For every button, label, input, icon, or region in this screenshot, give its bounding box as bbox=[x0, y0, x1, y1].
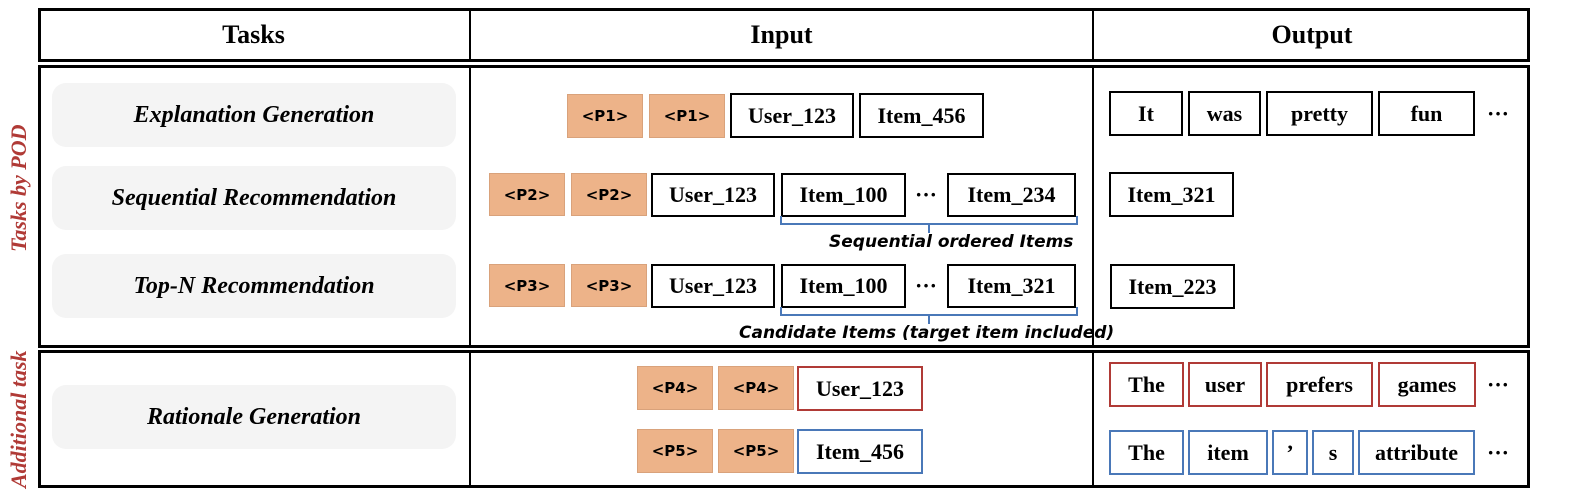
output-word-token: fun bbox=[1378, 91, 1475, 136]
prompt-token: <P4> bbox=[718, 366, 794, 410]
item-token: Item_456 bbox=[859, 93, 984, 138]
candidate-brace bbox=[780, 307, 1078, 324]
header-input: Input bbox=[750, 20, 813, 49]
ellipsis: ··· bbox=[1486, 371, 1509, 397]
output-word-token: It bbox=[1109, 91, 1183, 136]
task-rationale-generation: Rationale Generation bbox=[52, 385, 456, 449]
pod-divider-1 bbox=[469, 65, 471, 348]
sequential-brace bbox=[780, 216, 1078, 233]
pod-section-frame bbox=[38, 65, 1530, 348]
output-word-token: item bbox=[1188, 430, 1268, 475]
additional-divider-1 bbox=[469, 350, 471, 488]
ellipsis: ··· bbox=[1486, 100, 1509, 126]
output-word-token: user bbox=[1188, 362, 1262, 407]
task-explanation-generation: Explanation Generation bbox=[52, 83, 456, 147]
output-word-token: pretty bbox=[1266, 91, 1373, 136]
prompt-token: <P2> bbox=[489, 173, 565, 216]
side-label-additional: Additional task bbox=[6, 350, 31, 488]
output-word-token: was bbox=[1188, 91, 1261, 136]
item-token: Item_234 bbox=[947, 173, 1076, 217]
additional-divider-2 bbox=[1092, 350, 1094, 488]
sequential-brace-label: Sequential ordered Items bbox=[829, 232, 1074, 252]
candidate-brace-label: Candidate Items (target item included) bbox=[739, 323, 1115, 343]
task-sequential-recommendation: Sequential Recommendation bbox=[52, 166, 456, 230]
output-word-token: ’ bbox=[1272, 430, 1308, 475]
side-label-pod: Tasks by POD bbox=[6, 124, 31, 252]
header-divider-2 bbox=[1092, 8, 1094, 62]
output-word-token: The bbox=[1109, 430, 1184, 475]
additional-section-frame bbox=[38, 350, 1530, 488]
output-word-token: s bbox=[1312, 430, 1354, 475]
header-output: Output bbox=[1271, 20, 1353, 49]
prompt-token: <P5> bbox=[718, 429, 794, 473]
ellipsis: ··· bbox=[1486, 439, 1509, 465]
task-topn-recommendation: Top-N Recommendation bbox=[52, 254, 456, 318]
user-token: User_123 bbox=[651, 173, 775, 217]
prompt-token: <P4> bbox=[637, 366, 713, 410]
prompt-token: <P2> bbox=[571, 173, 647, 216]
user-token: User_123 bbox=[730, 93, 854, 138]
prompt-token: <P3> bbox=[571, 264, 647, 307]
header-tasks: Tasks bbox=[222, 20, 285, 49]
ellipsis: ··· bbox=[914, 182, 937, 207]
output-word-token: games bbox=[1378, 362, 1476, 407]
pod-divider-2 bbox=[1092, 65, 1094, 348]
prompt-token: <P3> bbox=[489, 264, 565, 307]
item-token: Item_321 bbox=[947, 264, 1076, 308]
user-token: User_123 bbox=[797, 366, 923, 411]
output-item-token: Item_321 bbox=[1109, 172, 1234, 217]
item-token: Item_456 bbox=[797, 429, 923, 474]
prompt-token: <P5> bbox=[637, 429, 713, 473]
output-item-token: Item_223 bbox=[1110, 264, 1235, 309]
output-word-token: prefers bbox=[1266, 362, 1373, 407]
user-token: User_123 bbox=[651, 264, 775, 308]
header-divider-1 bbox=[469, 8, 471, 62]
ellipsis: ··· bbox=[914, 273, 937, 298]
item-token: Item_100 bbox=[781, 173, 906, 217]
prompt-token: <P1> bbox=[567, 94, 643, 138]
output-word-token: attribute bbox=[1358, 430, 1475, 475]
item-token: Item_100 bbox=[781, 264, 906, 308]
output-word-token: The bbox=[1109, 362, 1184, 407]
header-frame bbox=[38, 8, 1530, 62]
prompt-token: <P1> bbox=[649, 94, 725, 138]
